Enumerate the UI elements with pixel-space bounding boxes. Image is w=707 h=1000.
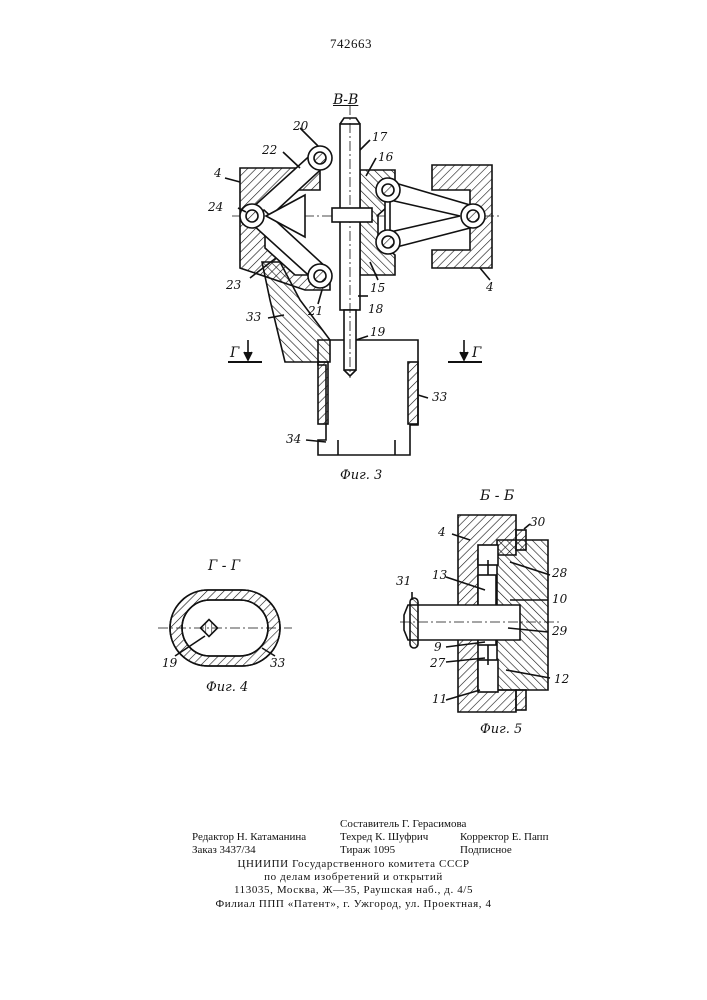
fig3-label-4-right: 4 bbox=[486, 280, 494, 294]
fig3-label-16: 16 bbox=[378, 150, 393, 164]
fig3-label-24: 24 bbox=[208, 200, 223, 214]
fig3-label-23: 23 bbox=[226, 278, 241, 292]
fig3-label-4-left: 4 bbox=[214, 166, 222, 180]
fig3-label-18: 18 bbox=[368, 302, 383, 316]
fig5-label-29: 29 bbox=[552, 624, 567, 638]
imprint-techred: Техред К. Шуфрич bbox=[340, 831, 428, 844]
fig3-label-33-right: 33 bbox=[432, 390, 447, 404]
imprint-order: Заказ 3437/34 bbox=[192, 844, 256, 857]
fig5-label-11: 11 bbox=[432, 692, 447, 706]
fig5-label-10: 10 bbox=[552, 592, 567, 606]
fig3-label-21: 21 bbox=[308, 304, 323, 318]
fig5-label-30: 30 bbox=[530, 515, 545, 529]
fig3-section-title: В-В bbox=[333, 92, 358, 108]
imprint-corrector: Корректор Е. Папп bbox=[460, 831, 548, 844]
fig3-label-20: 20 bbox=[293, 119, 308, 133]
fig5-label-27: 27 bbox=[430, 656, 445, 670]
imprint-circulation: Тираж 1095 bbox=[340, 844, 395, 857]
fig3-label-34: 34 bbox=[286, 432, 301, 446]
imprint-org: ЦНИИПИ Государственного комитета СССР bbox=[0, 858, 707, 871]
fig3-label-33-left: 33 bbox=[246, 310, 261, 324]
fig3-label-17: 17 bbox=[372, 130, 387, 144]
fig5-label-12: 12 bbox=[554, 672, 569, 686]
fig5-label-13: 13 bbox=[432, 568, 447, 582]
fig5-caption: Фиг. 5 bbox=[480, 722, 522, 737]
fig3-label-19: 19 bbox=[370, 325, 385, 339]
fig3-caption: Фиг. 3 bbox=[340, 468, 382, 483]
fig3-section-mark-left: Г bbox=[230, 345, 239, 361]
fig4-section-title: Г - Г bbox=[208, 558, 240, 574]
fig5-label-28: 28 bbox=[552, 566, 567, 580]
imprint-editor: Редактор Н. Катаманина bbox=[192, 831, 306, 844]
imprint-org-dept: по делам изобретений и открытий bbox=[0, 871, 707, 884]
fig5-label-4: 4 bbox=[438, 525, 446, 539]
imprint-address: 113035, Москва, Ж—35, Раушская наб., д. … bbox=[0, 884, 707, 897]
fig4-label-19: 19 bbox=[162, 656, 177, 670]
fig3-label-22: 22 bbox=[262, 143, 277, 157]
fig5-label-9: 9 bbox=[434, 640, 442, 654]
imprint-branch: Филиал ППП «Патент», г. Ужгород, ул. Про… bbox=[0, 898, 707, 911]
fig3-label-15: 15 bbox=[370, 281, 385, 295]
fig3-section-mark-right: Г bbox=[472, 345, 481, 361]
imprint-subscription: Подписное bbox=[460, 844, 512, 857]
fig4-caption: Фиг. 4 bbox=[206, 680, 248, 695]
imprint-compiler: Составитель Г. Герасимова bbox=[340, 818, 466, 831]
fig4-label-33: 33 bbox=[270, 656, 285, 670]
fig5-section-title: Б - Б bbox=[480, 488, 514, 504]
fig5-label-31: 31 bbox=[396, 574, 411, 588]
